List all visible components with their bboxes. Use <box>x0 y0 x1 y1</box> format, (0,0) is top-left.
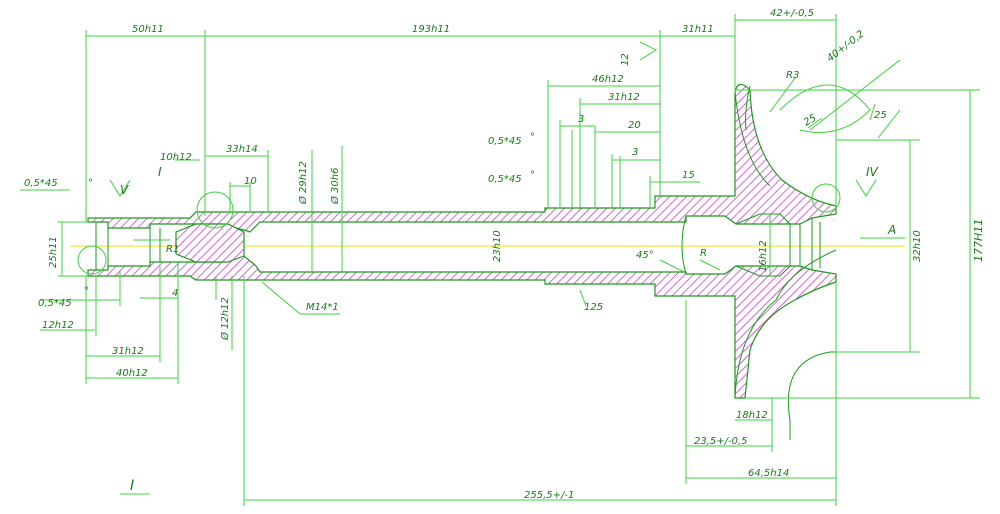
dim-25h11: 25h11 <box>48 236 59 268</box>
dim-18h12: 18h12 <box>736 410 768 421</box>
dim-r3: R3 <box>786 70 799 81</box>
dim-4: 4 <box>172 288 178 299</box>
dim-3-b: 3 <box>632 147 638 158</box>
dim-05x45-a: 0,5*45 <box>488 136 522 147</box>
callout-view-v: V <box>120 183 129 197</box>
dim-a: A <box>887 223 896 237</box>
dim-dia-29h12: Ø 29h12 <box>297 161 309 205</box>
dim-31h11: 31h11 <box>682 24 714 35</box>
dim-12h12: 12h12 <box>42 320 74 331</box>
dim-16h12: 16h12 <box>758 240 769 272</box>
dim-193h11: 193h11 <box>412 24 450 35</box>
dim-32h10: 32h10 <box>912 230 923 262</box>
dim-45deg: 45° <box>636 250 654 261</box>
dim-dia-12h12: Ø 12h12 <box>219 297 231 341</box>
dim-25-b: 25 <box>874 110 887 121</box>
deg-mark-c: ° <box>530 170 535 181</box>
dim-31h12-bot: 31h12 <box>112 346 144 357</box>
dim-64: 64,5h14 <box>748 468 789 479</box>
dim-r1: R1 <box>166 244 179 255</box>
dim-05x45-left: 0,5*45 <box>24 178 58 189</box>
dim-40-02: 40+/-0,2 <box>825 29 866 65</box>
deg-mark-d: ° <box>84 286 89 297</box>
dim-235: 23,5+/-0,5 <box>694 436 748 447</box>
dimension-lines <box>20 14 980 506</box>
dim-50h11: 50h11 <box>132 24 164 35</box>
dim-2555: 255,5+/-1 <box>524 490 574 501</box>
upper-wall <box>87 83 837 233</box>
dim-10h12: 10h12 <box>160 152 192 163</box>
dim-12: 12 <box>620 53 631 66</box>
dim-3-a: 3 <box>578 114 584 125</box>
callout-detail-i: I <box>130 478 134 494</box>
dim-10: 10 <box>244 176 257 187</box>
detail-circles <box>77 41 877 275</box>
dim-33h14: 33h14 <box>226 144 258 155</box>
callout-view-iv: IV <box>866 165 879 179</box>
left-boss <box>175 223 245 263</box>
dim-23h10: 23h10 <box>492 230 503 262</box>
dim-dia-30h6: Ø 30h6 <box>329 168 341 205</box>
dim-m14: M14*1 <box>306 302 339 313</box>
dim-05x45-b: 0,5*45 <box>488 174 522 185</box>
dim-20: 20 <box>628 120 641 131</box>
dim-125: 125 <box>584 302 603 313</box>
dim-177h11: 177H11 <box>972 219 985 262</box>
lower-wall <box>87 255 837 399</box>
dim-31h12-top: 31h12 <box>608 92 640 103</box>
deg-mark-a: ° <box>88 178 93 189</box>
dim-25-a: 25 <box>802 113 819 129</box>
dim-42: 42+/-0,5 <box>770 8 814 19</box>
dim-05x45-bl: 0,5*45 <box>38 298 72 309</box>
dim-15: 15 <box>682 170 695 181</box>
bore-outline <box>95 213 821 277</box>
dim-r: R <box>700 248 707 259</box>
dim-40h12: 40h12 <box>116 368 148 379</box>
callout-view-i: I <box>158 165 162 179</box>
dim-46h12: 46h12 <box>592 74 624 85</box>
part-section <box>87 83 837 399</box>
deg-mark-b: ° <box>530 132 535 143</box>
